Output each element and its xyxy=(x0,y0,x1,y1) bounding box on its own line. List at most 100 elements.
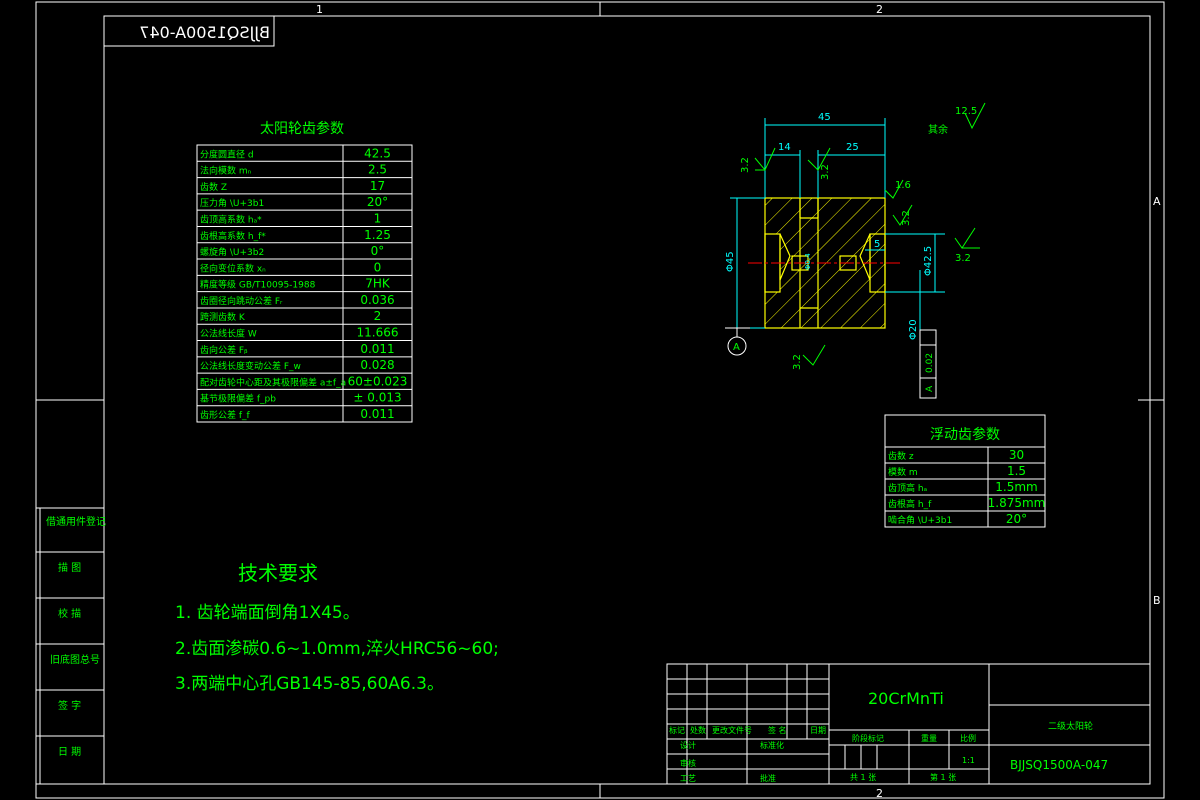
roughness-4: 3.2 xyxy=(901,210,912,226)
title-weight-label: 重量 xyxy=(921,733,937,743)
gear-param-value: 11.666 xyxy=(357,326,399,340)
dim-right-len: 25 xyxy=(846,142,859,153)
left-strip-5: 签 字 xyxy=(58,699,81,712)
gear-param-value: 0° xyxy=(371,244,385,258)
title-sheets-total: 共 1 张 xyxy=(850,773,876,782)
gear-param-label: 齿根高系数 h_f* xyxy=(200,230,266,242)
gear-param-label: 公法线长度变动公差 F_w xyxy=(200,360,301,372)
gear-param-value: 0.011 xyxy=(360,342,394,356)
mirrored-drawing-number: BJJSQ1500A-047 xyxy=(139,23,270,42)
left-strip-3: 校 描 xyxy=(58,607,81,620)
roughness-1: 3.2 xyxy=(740,157,751,173)
gear-param-label: 压力角 \U+3b1 xyxy=(200,197,264,209)
dim-dia-outer: Φ45 xyxy=(725,251,736,272)
title-row-design: 设计 xyxy=(680,740,696,750)
float-param-label: 齿根高 h_f xyxy=(888,498,932,510)
float-param-value: 20° xyxy=(1006,512,1027,526)
gear-param-value: 0.011 xyxy=(360,407,394,421)
gear-param-label: 基节极限偏差 f_pb xyxy=(200,393,276,405)
dim-dia-shaft: Φ20 xyxy=(908,319,919,340)
tech-requirements: 技术要求 1. 齿轮端面倒角1X45。 2.齿面渗碳0.6~1.0mm,淬火HR… xyxy=(175,561,499,694)
gear-param-value: 0.036 xyxy=(360,293,394,307)
datum-a-label: A xyxy=(733,342,740,353)
runout-tolerance: 0.02 xyxy=(925,353,935,373)
dim-left-len: 14 xyxy=(778,142,791,153)
gear-param-value: 7HK xyxy=(365,277,391,291)
title-sheet-no: 第 1 张 xyxy=(930,772,956,782)
title-col-header-4: 签 名 xyxy=(768,725,787,735)
roughness-5: 3.2 xyxy=(955,253,971,264)
gear-param-label: 法向模数 mₙ xyxy=(200,165,252,177)
datum-a: A xyxy=(725,327,750,356)
mirrored-number-box: BJJSQ1500A-047 xyxy=(103,15,275,47)
dim-overall-length: 45 xyxy=(818,112,831,123)
gear-param-value: 20° xyxy=(367,195,388,209)
title-col-header-1: 标记 xyxy=(669,725,685,735)
zone-label-top-1: 1 xyxy=(316,3,323,16)
title-material: 20CrMnTi xyxy=(868,689,944,708)
part-section-view: 45 14 25 Φ45 Φ42.5 Φ20 5 Φ0.4 12.5 其余 3.… xyxy=(725,102,986,399)
gear-param-label: 配对齿轮中心距及其极限偏差 a±f_a xyxy=(200,376,346,388)
gear-param-value: 2.5 xyxy=(368,163,387,177)
gear-param-label: 齿圈径向跳动公差 Fᵣ xyxy=(200,295,283,307)
zone-label-top-2: 2 xyxy=(876,3,883,16)
left-strip-1: 借通用件登记 xyxy=(46,515,106,528)
float-params-title: 浮动齿参数 xyxy=(930,426,1000,443)
gear-param-label: 径向变位系数 xₙ xyxy=(200,262,266,274)
float-param-label: 啮合角 \U+3b1 xyxy=(888,514,952,526)
roughness-general: 12.5 xyxy=(955,106,977,117)
tech-req-item-2: 2.齿面渗碳0.6~1.0mm,淬火HRC56~60; xyxy=(175,639,499,659)
tech-req-title: 技术要求 xyxy=(238,561,318,585)
gear-param-value: 0.028 xyxy=(360,358,394,372)
tech-req-item-1: 1. 齿轮端面倒角1X45。 xyxy=(175,603,360,623)
frame-labels: 1 2 2 A B xyxy=(316,3,1161,800)
zone-label-right-a: A xyxy=(1153,195,1161,208)
gear-params-title: 太阳轮齿参数 xyxy=(260,120,344,137)
dim-small: Φ0.4 xyxy=(804,253,812,270)
float-param-value: 1.875mm xyxy=(988,496,1046,510)
left-strip-2: 描 图 xyxy=(58,561,81,574)
title-block: 标记 处数 更改文件号 签 名 日期 设计 审核 工艺 标准化 批准 阶段标记 … xyxy=(666,663,1151,785)
title-drawing-number: BJJSQ1500A-047 xyxy=(1010,758,1108,772)
runout-frame: 0.02 A xyxy=(919,329,937,399)
roughness-6: 3.2 xyxy=(792,354,803,370)
roughness-other-label: 其余 xyxy=(928,123,948,136)
float-param-value: 1.5 xyxy=(1007,464,1026,478)
left-strip: 借通用件登记 描 图 校 描 旧底图总号 签 字 日 期 xyxy=(35,507,106,785)
gear-param-value: 1.25 xyxy=(364,228,391,242)
gear-param-value: 17 xyxy=(370,179,385,193)
gear-param-value: 60±0.023 xyxy=(348,374,408,388)
tech-req-item-3: 3.两端中心孔GB145-85,60A6.3。 xyxy=(175,674,444,694)
float-param-label: 齿数 z xyxy=(888,450,914,462)
gear-param-label: 公法线长度 W xyxy=(200,328,257,340)
left-strip-4: 旧底图总号 xyxy=(50,653,100,666)
title-row-review: 审核 xyxy=(680,758,696,768)
float-param-value: 30 xyxy=(1009,448,1024,462)
title-row-process: 工艺 xyxy=(680,774,696,783)
gear-param-label: 齿向公差 Fᵦ xyxy=(200,344,248,356)
dim-center: 5 xyxy=(874,239,880,250)
title-scale-value: 1:1 xyxy=(962,756,975,765)
gear-param-value: ± 0.013 xyxy=(353,391,401,405)
gear-param-label: 精度等级 GB/T10095-1988 xyxy=(200,279,316,291)
gear-param-label: 螺旋角 \U+3b2 xyxy=(200,246,264,258)
gear-param-label: 齿形公差 f_f xyxy=(200,409,251,421)
gear-param-label: 齿顶高系数 hₐ* xyxy=(200,213,262,225)
gear-param-value: 42.5 xyxy=(364,146,391,160)
float-param-value: 1.5mm xyxy=(995,480,1037,494)
title-mid-approve: 批准 xyxy=(760,773,776,783)
gear-param-label: 齿数 Z xyxy=(200,181,227,193)
float-param-label: 齿顶高 hₐ xyxy=(888,482,927,494)
gear-param-value: 2 xyxy=(374,309,382,323)
title-stage-label: 阶段标记 xyxy=(852,733,884,743)
sheet-frame xyxy=(35,1,1165,799)
title-col-header-2: 处数 xyxy=(690,725,706,735)
dim-dia-pitch: Φ42.5 xyxy=(923,246,934,276)
roughness-2: 3.2 xyxy=(820,164,831,180)
zone-label-bottom-2: 2 xyxy=(876,787,883,800)
title-col-header-3: 更改文件号 xyxy=(712,725,752,735)
gear-param-value: 1 xyxy=(374,211,382,225)
